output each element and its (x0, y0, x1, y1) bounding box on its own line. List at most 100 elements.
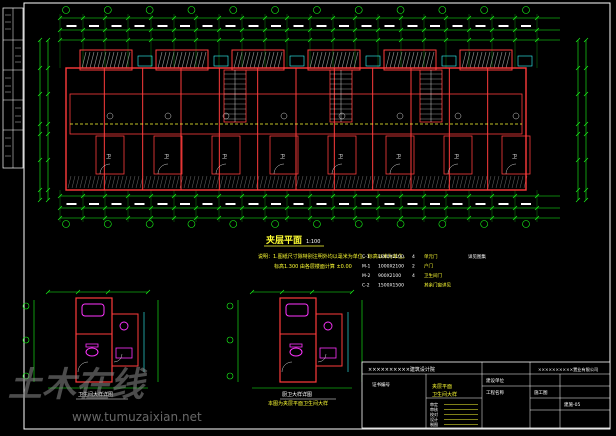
room (385, 135, 415, 175)
dim-text (430, 25, 440, 27)
detail-tick (45, 289, 51, 295)
basin (115, 347, 133, 359)
axis-bubble (271, 220, 279, 228)
balcony-hatch (157, 51, 163, 69)
title-project-name-label: 工程名称 (486, 389, 504, 396)
floor-hatch (111, 175, 116, 189)
dim-tick (575, 37, 581, 43)
basin (319, 347, 337, 359)
floor-hatch (359, 175, 364, 189)
balcony-hatch (481, 51, 487, 69)
window (517, 55, 533, 67)
dim-tick (575, 121, 581, 127)
legend-qty: 4 (412, 273, 415, 279)
room-tag (106, 112, 114, 120)
floor-hatch (451, 175, 456, 189)
bathtub (285, 303, 309, 317)
balcony (155, 49, 209, 71)
floor-hatch (339, 175, 344, 189)
balcony-hatch (93, 51, 99, 69)
dim-text (111, 25, 122, 27)
floor-hatch (135, 175, 140, 189)
legend-type: 卫生间门 (424, 272, 442, 279)
title-block: ××××××××××建筑设计院 ××××××××××置业有限公司 证书编号 建设… (361, 361, 611, 429)
door-swing (317, 353, 327, 363)
floor-hatch (167, 175, 172, 189)
floor-hatch (343, 175, 348, 189)
balcony-hatch (105, 51, 111, 69)
side-dimension-ticks (37, 37, 589, 203)
dim-tick (575, 65, 581, 71)
floor-hatch (203, 175, 208, 189)
dim-text (521, 25, 531, 27)
room-label: 卫 (454, 154, 459, 160)
plan-scale: 1:100 (306, 239, 320, 245)
dim-tick (583, 91, 589, 97)
balcony-hatch (233, 51, 239, 69)
axis-bubble (396, 6, 405, 14)
axis-bubble (226, 372, 234, 380)
dim-text (475, 25, 486, 27)
balconies (67, 49, 533, 189)
balcony-hatch (473, 51, 479, 69)
door-swing (389, 163, 401, 175)
detail-tick (145, 289, 151, 295)
floor-hatch (431, 175, 436, 189)
toilet (289, 347, 303, 357)
balcony-hatch (241, 51, 247, 69)
detail-tick (309, 289, 315, 295)
room (95, 135, 125, 175)
balcony-hatch (337, 51, 343, 69)
dim-text (225, 203, 236, 205)
room (327, 135, 357, 175)
axis-bubble (396, 220, 405, 228)
axis-bubble (522, 220, 530, 228)
dim-tick (37, 131, 43, 137)
balcony-hatch (393, 51, 399, 69)
dim-text (202, 25, 213, 27)
floor-hatch (199, 175, 204, 189)
floor-hatch (151, 175, 156, 189)
floor-hatch (83, 175, 88, 189)
sink (323, 321, 333, 331)
floor-hatch (71, 175, 76, 189)
floor-hatch (423, 175, 428, 189)
dim-tick (45, 157, 51, 163)
dim-text (89, 25, 99, 27)
floor-hatch (191, 175, 196, 189)
window (441, 55, 457, 67)
balcony-hatch (193, 51, 199, 69)
floor-hatch (399, 175, 404, 189)
floor-hatch (263, 175, 268, 189)
axis-bubble (226, 336, 234, 344)
floor-hatch (299, 175, 304, 189)
floor-hatch (315, 175, 320, 189)
room (153, 135, 183, 175)
balcony-hatch (417, 51, 423, 69)
floor-hatch (215, 175, 220, 189)
axis-bubble (145, 220, 154, 228)
approval-label: 制图 (430, 421, 438, 427)
axis-bubble (438, 6, 447, 14)
balcony-hatch (429, 51, 435, 69)
floor-hatch (195, 175, 200, 189)
detail-left (22, 289, 159, 389)
side-dimension-lines (39, 40, 587, 200)
room (269, 135, 299, 175)
balcony-hatch (237, 51, 243, 69)
dim-tick (37, 91, 43, 97)
dim-tick (575, 131, 581, 137)
detail-wall (279, 297, 317, 383)
dim-text (361, 25, 372, 27)
detail-wall (111, 313, 139, 367)
axis-bubble (480, 6, 488, 14)
room-label: 卫 (280, 154, 285, 160)
axis-bubbles-top (62, 6, 530, 14)
balcony (383, 49, 437, 71)
window (365, 55, 381, 67)
axis-bubbles-bottom (62, 220, 530, 228)
dim-text (521, 203, 531, 205)
floor-hatch (183, 175, 188, 189)
balcony-hatch (261, 51, 267, 69)
dim-tick (575, 91, 581, 97)
